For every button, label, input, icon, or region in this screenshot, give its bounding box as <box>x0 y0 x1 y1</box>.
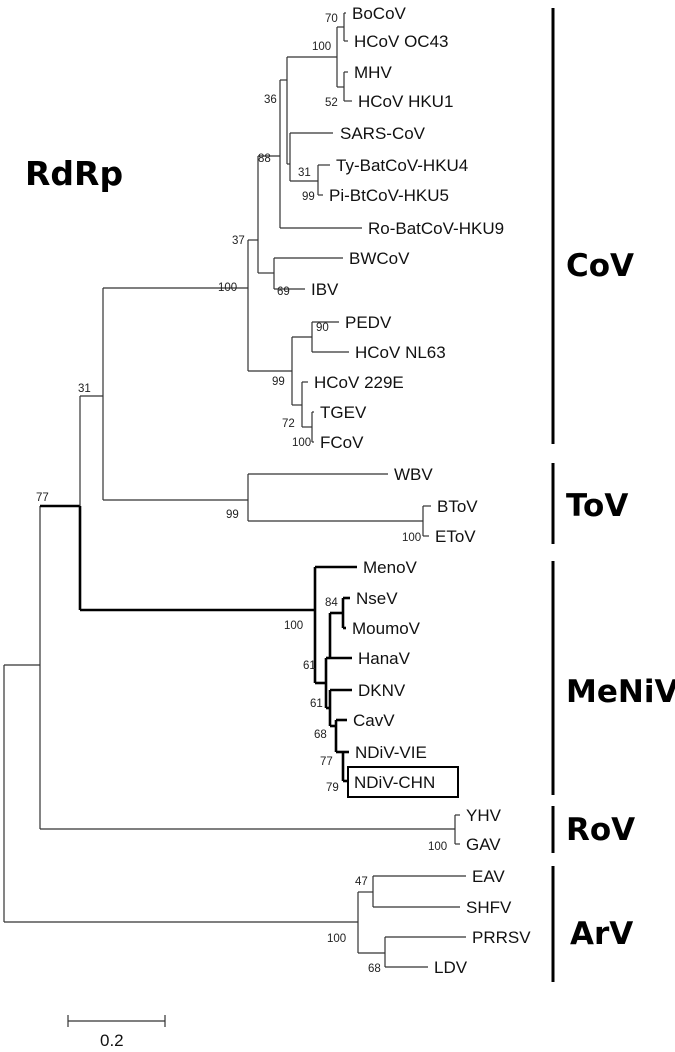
leaf-tgev: TGEV <box>320 403 367 422</box>
leaf-pedv: PEDV <box>345 313 392 332</box>
leaf-dknv: DKNV <box>358 681 406 700</box>
bootstrap-value: 79 <box>326 782 339 794</box>
leaf-labels: BoCoV HCoV OC43 MHV HCoV HKU1 SARS-CoV T… <box>311 4 531 977</box>
leaf-hcov-nl63: HCoV NL63 <box>355 343 446 362</box>
bootstrap-value: 31 <box>78 383 91 395</box>
leaf-yhv: YHV <box>466 806 502 825</box>
bootstrap-value: 100 <box>292 437 311 449</box>
bootstrap-value: 100 <box>327 933 346 945</box>
leaf-ndiv-vie: NDiV-VIE <box>355 743 427 762</box>
leaf-menov: MenoV <box>363 558 418 577</box>
bootstrap-value: 77 <box>36 492 49 504</box>
group-label-cov: CoV <box>566 248 634 284</box>
leaf-hcov-hku1: HCoV HKU1 <box>358 92 453 111</box>
group-label-rov: RoV <box>566 812 635 848</box>
leaf-pi-btcov-hku5: Pi-BtCoV-HKU5 <box>329 186 449 205</box>
bootstrap-value: 99 <box>272 376 285 388</box>
bootstrap-value: 37 <box>232 235 245 247</box>
leaf-moumov: MoumoV <box>352 619 421 638</box>
leaf-etov: EToV <box>435 527 476 546</box>
group-brackets: CoV ToV MeNiV RoV ArV <box>551 8 675 982</box>
leaf-shfv: SHFV <box>466 898 512 917</box>
bootstrap-value: 100 <box>402 532 421 544</box>
bootstrap-value: 36 <box>264 94 277 106</box>
bootstrap-value: 100 <box>312 41 331 53</box>
leaf-ro-batcov-hku9: Ro-BatCoV-HKU9 <box>368 219 504 238</box>
leaf-eav: EAV <box>472 867 505 886</box>
bootstrap-value: 99 <box>226 509 239 521</box>
bootstrap-value: 72 <box>282 418 295 430</box>
group-label-arv: ArV <box>570 916 633 952</box>
bootstrap-value: 69 <box>277 286 290 298</box>
leaf-hanav: HanaV <box>358 649 411 668</box>
bootstrap-value: 84 <box>325 597 338 609</box>
bootstrap-value: 68 <box>368 963 381 975</box>
bootstrap-value: 47 <box>355 876 368 888</box>
leaf-hcov-oc43: HCoV OC43 <box>354 32 448 51</box>
bootstrap-value: 70 <box>325 13 338 25</box>
bootstrap-value: 77 <box>320 756 333 768</box>
leaf-ndiv-chn: NDiV-CHN <box>354 773 435 792</box>
bootstrap-value: 52 <box>325 97 338 109</box>
leaf-btov: BToV <box>437 497 478 516</box>
bootstrap-value: 100 <box>428 841 447 853</box>
leaf-ldv: LDV <box>434 958 468 977</box>
bootstrap-values: 70 100 52 36 88 31 99 37 69 100 90 99 72… <box>36 13 447 975</box>
highlight-box <box>347 766 459 798</box>
leaf-bocov: BoCoV <box>352 4 407 23</box>
leaf-sars-cov: SARS-CoV <box>340 124 426 143</box>
leaf-ibv: IBV <box>311 280 339 299</box>
leaf-ty-batcov-hku4: Ty-BatCoV-HKU4 <box>336 156 468 175</box>
bootstrap-value: 99 <box>302 191 315 203</box>
scale-bar: 0.2 <box>67 1015 166 1050</box>
scale-bar-label: 0.2 <box>100 1031 124 1050</box>
tree-branches <box>3 12 466 968</box>
bootstrap-value: 100 <box>218 282 237 294</box>
leaf-wbv: WBV <box>394 465 433 484</box>
leaf-bwcov: BWCoV <box>349 249 410 268</box>
leaf-cavv: CavV <box>353 711 395 730</box>
leaf-gav: GAV <box>466 835 501 854</box>
bootstrap-value: 68 <box>314 729 327 741</box>
leaf-nsev: NseV <box>356 589 398 608</box>
leaf-prrsv: PRRSV <box>472 928 531 947</box>
bootstrap-value: 88 <box>258 153 271 165</box>
bootstrap-value: 90 <box>316 322 329 334</box>
tree-title: RdRp <box>25 154 123 193</box>
bootstrap-value: 31 <box>298 167 311 179</box>
group-label-meniv: MeNiV <box>566 674 675 710</box>
group-label-tov: ToV <box>566 488 628 524</box>
bootstrap-value: 61 <box>303 660 316 672</box>
bootstrap-value: 61 <box>310 698 323 710</box>
leaf-mhv: MHV <box>354 63 392 82</box>
leaf-hcov-229e: HCoV 229E <box>314 373 404 392</box>
bootstrap-value: 100 <box>284 620 303 632</box>
leaf-fcov: FCoV <box>320 433 364 452</box>
